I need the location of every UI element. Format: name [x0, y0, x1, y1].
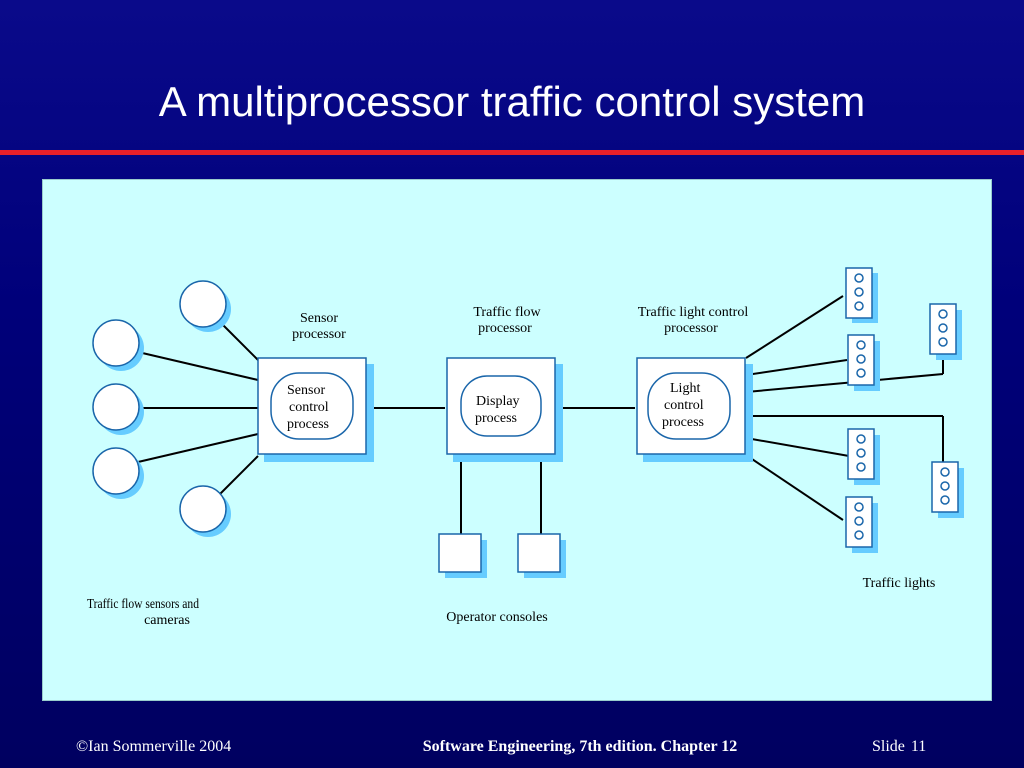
traffic-light-3 — [847, 334, 880, 391]
traffic-sensor-1 — [179, 280, 231, 332]
light-process-label-3: process — [662, 415, 704, 430]
operator-console-2 — [517, 533, 566, 578]
sensors-label-2: cameras — [144, 613, 190, 628]
sensor-processor-label: Sensor — [300, 311, 338, 326]
title-divider — [0, 150, 1024, 155]
traffic-light-processor-label-2: processor — [664, 321, 718, 336]
traffic-light-processor — [636, 357, 753, 462]
traffic-light-4 — [847, 428, 880, 485]
sensor-connections — [137, 319, 259, 497]
diagram-panel: .ln { stroke:#000; stroke-width:2; fill:… — [42, 179, 992, 701]
slide-word: Slide — [872, 738, 905, 755]
sensor-process-label-2: control — [289, 400, 329, 415]
operator-console-1 — [438, 533, 487, 578]
sensors-label: Traffic flow sensors and — [87, 597, 199, 612]
traffic-sensor-4 — [92, 447, 144, 499]
display-process-label-2: process — [475, 411, 517, 426]
traffic-light-1 — [845, 267, 878, 323]
light-process-label-2: control — [664, 398, 704, 413]
traffic-sensor-2 — [92, 319, 144, 371]
traffic-flow-processor — [446, 357, 563, 462]
traffic-light-6 — [845, 496, 878, 553]
slide-title: A multiprocessor traffic control system — [158, 78, 866, 125]
sensor-process-label: Sensor — [287, 383, 325, 398]
operator-consoles-label: Operator consoles — [446, 610, 547, 625]
traffic-sensor-5 — [179, 485, 231, 537]
traffic-light-processor-label: Traffic light control — [638, 305, 749, 320]
light-connections — [745, 295, 944, 521]
light-process-label: Light — [670, 381, 700, 396]
display-process-label: Display — [476, 394, 520, 409]
footer-book-title: Software Engineering, 7th edition. Chapt… — [422, 738, 738, 755]
sensor-process-label-3: process — [287, 417, 329, 432]
footer-slide-number: Slide 11 — [872, 738, 932, 756]
traffic-light-2 — [929, 303, 962, 360]
traffic-flow-processor-label: Traffic flow — [473, 305, 541, 320]
traffic-lights-label: Traffic lights — [863, 576, 936, 591]
sensor-processor-label-2: processor — [292, 327, 346, 342]
footer-copyright: ©Ian Sommerville 2004 — [76, 738, 232, 755]
traffic-light-5 — [931, 461, 964, 518]
slide-number: 11 — [910, 738, 927, 755]
traffic-system-diagram: .ln { stroke:#000; stroke-width:2; fill:… — [87, 267, 964, 628]
sensor-processor — [257, 357, 374, 462]
traffic-flow-processor-label-2: processor — [478, 321, 532, 336]
traffic-sensor-3 — [92, 383, 144, 435]
